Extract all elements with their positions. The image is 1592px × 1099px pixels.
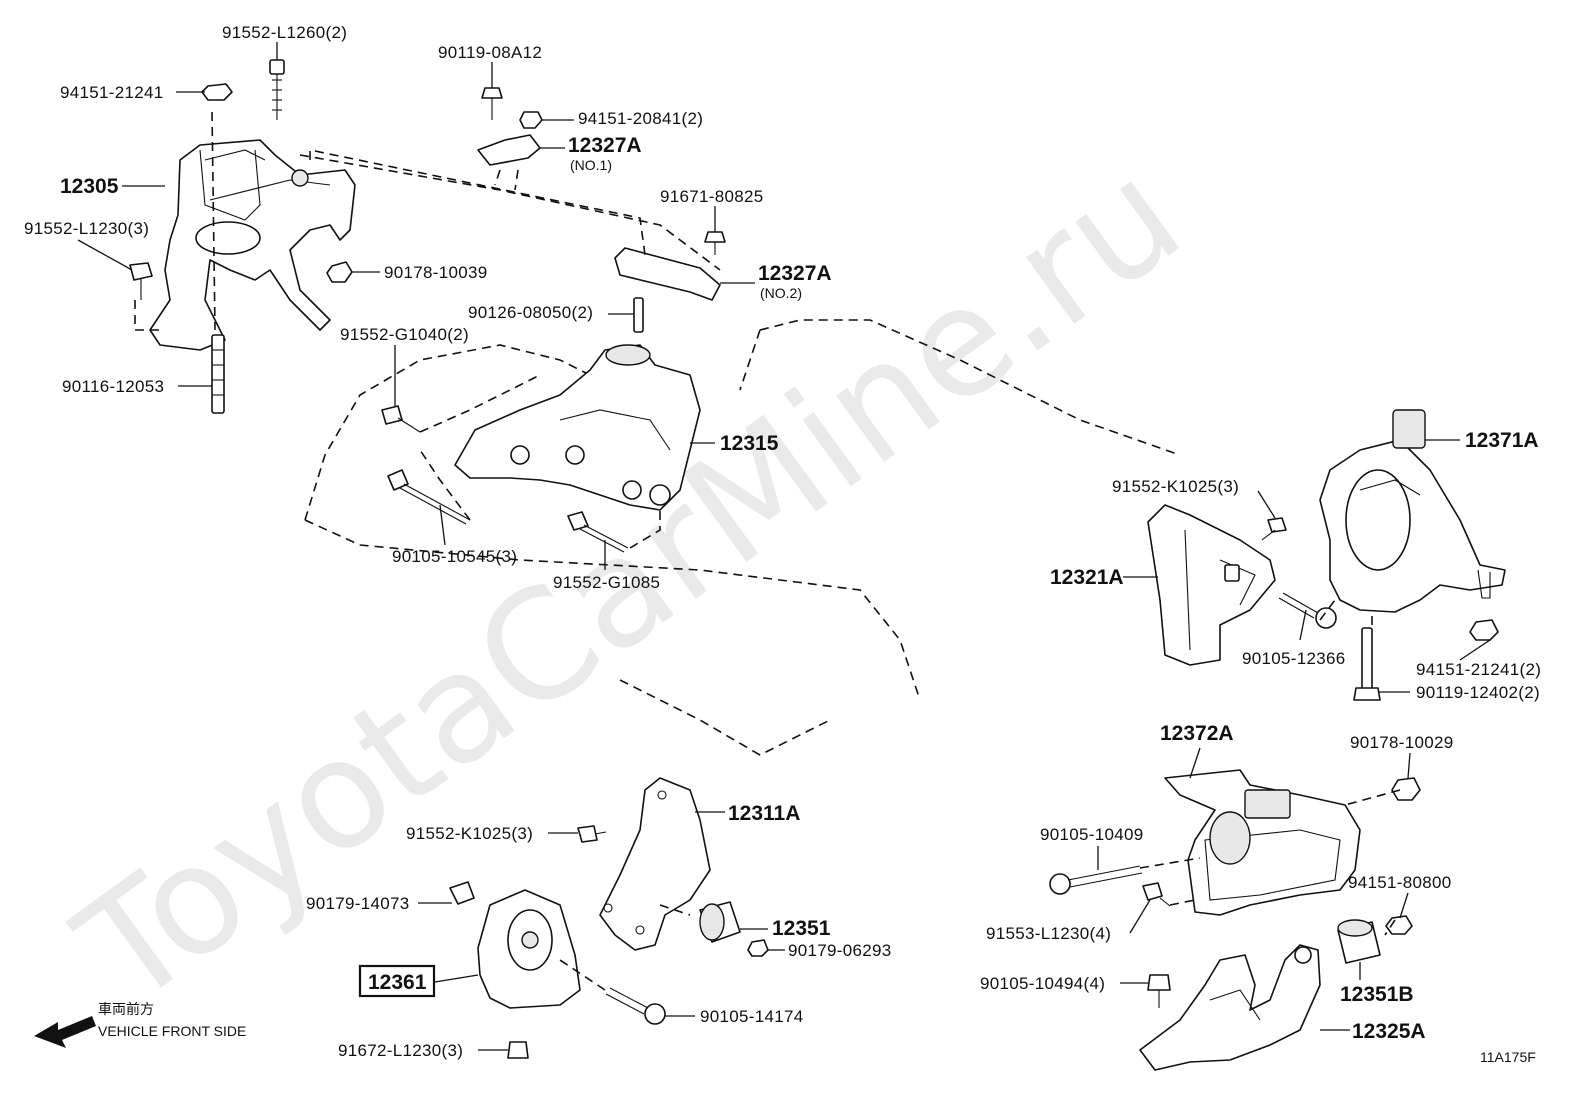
bolt-91553-L1230[interactable] — [1142, 882, 1171, 907]
bolt-91672-L1230[interactable] — [507, 1041, 529, 1059]
bolt-91552-G1085[interactable] — [567, 511, 629, 553]
engine-bracket-12315[interactable] — [454, 344, 701, 511]
stud-90116-12053[interactable] — [211, 334, 225, 414]
bracket-12327A-no2[interactable] — [614, 247, 721, 301]
label-94151-21241-2[interactable]: 94151-21241(2) — [1416, 660, 1541, 679]
front-arrow-icon — [34, 1016, 96, 1048]
nut-90178-10029[interactable] — [1391, 777, 1421, 801]
label-12305[interactable]: 12305 — [60, 175, 119, 198]
bushing-12351[interactable] — [699, 901, 741, 943]
label-94151-80800[interactable]: 94151-80800 — [1348, 873, 1452, 892]
bolt-91552-L1260[interactable] — [269, 59, 285, 120]
highlight-box-12361 — [358, 964, 436, 998]
label-91671-80825[interactable]: 91671-80825 — [660, 187, 764, 206]
label-90105-10409[interactable]: 90105-10409 — [1040, 825, 1144, 844]
bolt-90105-12366[interactable] — [1278, 592, 1337, 629]
label-12351B[interactable]: 12351B — [1340, 983, 1414, 1006]
engine-outline — [299, 154, 1181, 756]
nut-90179-06293[interactable] — [747, 939, 769, 957]
label-91552-G1040[interactable]: 91552-G1040(2) — [340, 325, 469, 344]
label-90179-06293[interactable]: 90179-06293 — [788, 941, 892, 960]
label-91552-L1230[interactable]: 91552-L1230(3) — [24, 219, 149, 238]
nut-94151-80800[interactable] — [1385, 915, 1413, 935]
nut-94151-21241[interactable] — [201, 83, 233, 101]
label-12371A[interactable]: 12371A — [1465, 429, 1539, 452]
label-12325A[interactable]: 12325A — [1352, 1020, 1426, 1043]
label-90119-12402[interactable]: 90119-12402(2) — [1416, 683, 1540, 702]
bolt-90105-10494[interactable] — [1147, 974, 1171, 1008]
bracket-12321A[interactable] — [1147, 504, 1276, 666]
bracket-12325A[interactable] — [1139, 944, 1321, 1071]
label-91552-L1260[interactable]: 91552-L1260(2) — [222, 23, 347, 42]
engine-mount-12361[interactable] — [477, 889, 581, 1009]
bolt-90119-08A12[interactable] — [481, 87, 503, 120]
direction-label-en: VEHICLE FRONT SIDE — [98, 1023, 246, 1039]
label-90179-14073[interactable]: 90179-14073 — [306, 894, 410, 913]
label-91553-L1230[interactable]: 91553-L1230(4) — [986, 924, 1111, 943]
nut-90178-10039[interactable] — [326, 261, 353, 283]
label-90105-14174[interactable]: 90105-14174 — [700, 1007, 804, 1026]
label-90116-12053[interactable]: 90116-12053 — [62, 377, 164, 396]
label-90105-12366[interactable]: 90105-12366 — [1242, 649, 1346, 668]
vehicle-front-indicator: 車両前方 VEHICLE FRONT SIDE — [34, 1001, 246, 1048]
bolt-91671-80825[interactable] — [704, 231, 726, 255]
label-90178-10039[interactable]: 90178-10039 — [384, 263, 488, 282]
label-91552-K1025-left[interactable]: 91552-K1025(3) — [406, 824, 533, 843]
label-90178-10029[interactable]: 90178-10029 — [1350, 733, 1454, 752]
nut-94151-20841[interactable] — [519, 111, 543, 129]
bolt-91552-G1040[interactable] — [381, 405, 421, 433]
bolt-90119-12402[interactable] — [1353, 627, 1381, 701]
bolt-91552-L1230[interactable] — [129, 262, 153, 300]
label-12321A[interactable]: 12321A — [1050, 566, 1124, 589]
bolt-90105-10545[interactable] — [387, 469, 471, 525]
figure-code: 11A175F — [1480, 1049, 1536, 1065]
bushing-12351B[interactable] — [1337, 919, 1381, 964]
label-12315[interactable]: 12315 — [720, 432, 779, 455]
nut-90179-14073[interactable] — [449, 881, 475, 905]
direction-label-jp: 車両前方 — [98, 1001, 154, 1017]
label-94151-20841[interactable]: 94151-20841(2) — [578, 109, 703, 128]
label-12327A-no1-sub: (NO.1) — [570, 157, 612, 173]
bracket-12327A-no1[interactable] — [477, 134, 541, 166]
label-90105-10494[interactable]: 90105-10494(4) — [980, 974, 1105, 993]
label-90119-08A12[interactable]: 90119-08A12 — [438, 43, 542, 62]
label-12351[interactable]: 12351 — [772, 917, 831, 940]
label-12327A-no1[interactable]: 12327A — [568, 134, 642, 157]
leader-lines — [77, 42, 1491, 1051]
label-12327A-no2[interactable]: 12327A — [758, 262, 832, 285]
engine-mount-12305[interactable] — [149, 139, 356, 351]
bracket-12311A[interactable] — [599, 777, 711, 951]
label-94151-21241[interactable]: 94151-21241 — [60, 83, 164, 102]
label-91552-K1025-right[interactable]: 91552-K1025(3) — [1112, 477, 1239, 496]
label-12311A[interactable]: 12311A — [728, 802, 800, 825]
nut-94151-21241-2[interactable] — [1469, 619, 1499, 641]
label-90105-10545[interactable]: 90105-10545(3) — [392, 547, 517, 566]
engine-mount-12372A[interactable] — [1164, 769, 1361, 916]
label-90126-08050[interactable]: 90126-08050(2) — [468, 303, 593, 322]
label-12361[interactable]: 12361 — [368, 971, 427, 994]
bolt-91552-K1025-left[interactable] — [577, 825, 607, 843]
stud-90126-08050[interactable] — [633, 297, 644, 333]
assembly-lines — [134, 111, 1401, 991]
label-12372A[interactable]: 12372A — [1160, 722, 1234, 745]
bolt-90105-14174[interactable] — [605, 987, 666, 1025]
label-91672-L1230[interactable]: 91672-L1230(3) — [338, 1041, 463, 1060]
bolt-91552-K1025-right[interactable] — [1261, 517, 1287, 541]
engine-mount-12371A[interactable] — [1319, 409, 1506, 613]
bolt-90105-10409[interactable] — [1049, 865, 1143, 895]
label-12327A-no2-sub: (NO.2) — [760, 285, 802, 301]
labels: 91552-L1260(2) 94151-21241 90119-08A12 9… — [24, 23, 1541, 1060]
label-91552-G1085[interactable]: 91552-G1085 — [553, 573, 660, 592]
